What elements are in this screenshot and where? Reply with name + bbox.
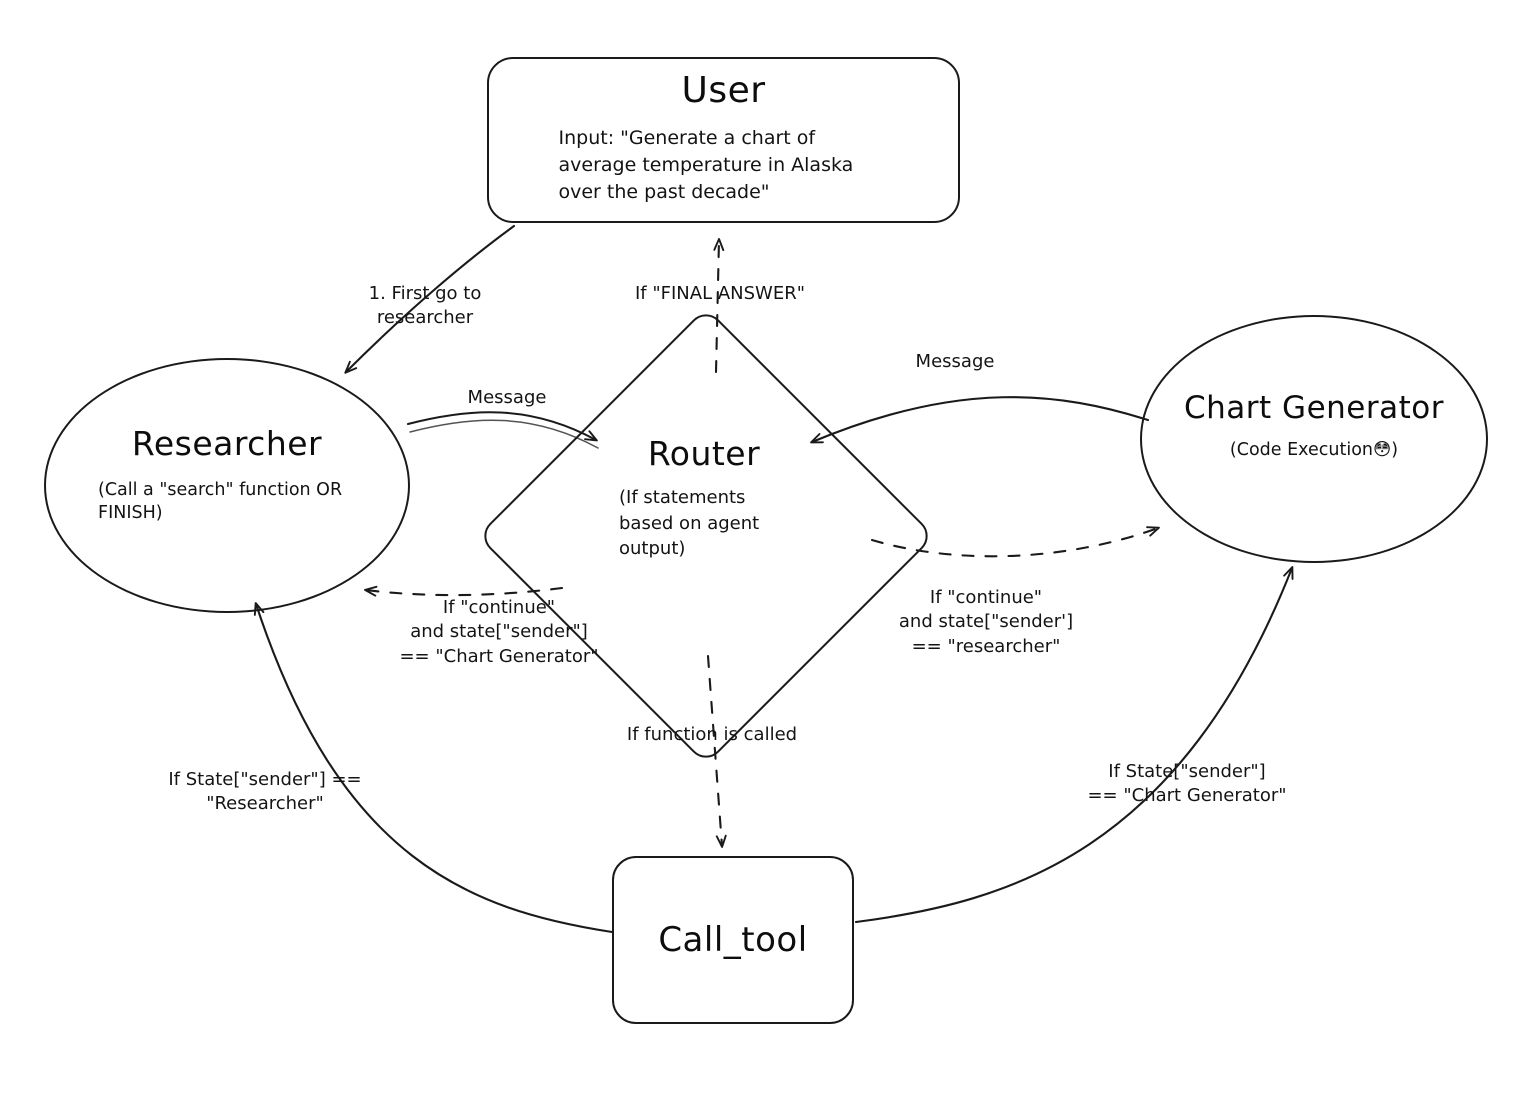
node-chart-generator-subtitle: (Code Execution😳) [1229, 439, 1399, 460]
edge-label-continue-chart-generator: If "continue" and state["sender"] == "Ch… [399, 597, 599, 667]
node-chart-generator-title: Chart Generator [1184, 390, 1444, 426]
edge-label-state-chart-generator: If State["sender"] == "Chart Generator" [1087, 761, 1287, 807]
node-researcher-subtitle: (Call a "search" function OR FINISH) [98, 479, 343, 524]
node-call-tool-title: Call_tool [658, 919, 808, 960]
node-researcher[interactable]: Researcher (Call a "search" function OR … [44, 358, 410, 613]
edge-label-state-researcher: If State["sender"] == "Researcher" [168, 769, 362, 815]
node-user-title: User [681, 70, 766, 111]
edge-label-message-left: Message [467, 387, 547, 408]
edge-label-first-go-to-researcher: 1. First go to researcher [368, 283, 482, 329]
node-researcher-title: Researcher [131, 424, 323, 463]
node-chart-generator[interactable]: Chart Generator (Code Execution😳) [1140, 315, 1488, 563]
node-router[interactable]: Router (If statements based on agent out… [544, 374, 864, 694]
edge-label-final-answer: If "FINAL ANSWER" [635, 283, 805, 304]
node-user[interactable]: User Input: "Generate a chart of average… [487, 57, 960, 223]
node-call-tool[interactable]: Call_tool [612, 856, 854, 1024]
edge-label-message-right: Message [915, 351, 995, 372]
node-router-subtitle: (If statements based on agent output) [619, 486, 760, 560]
node-router-title: Router [647, 434, 761, 473]
edge-label-function-is-called: If function is called [626, 724, 798, 745]
node-user-subtitle: Input: "Generate a chart of average temp… [558, 127, 854, 204]
edge-label-continue-researcher: If "continue" and state["sender'] == "re… [898, 587, 1074, 657]
